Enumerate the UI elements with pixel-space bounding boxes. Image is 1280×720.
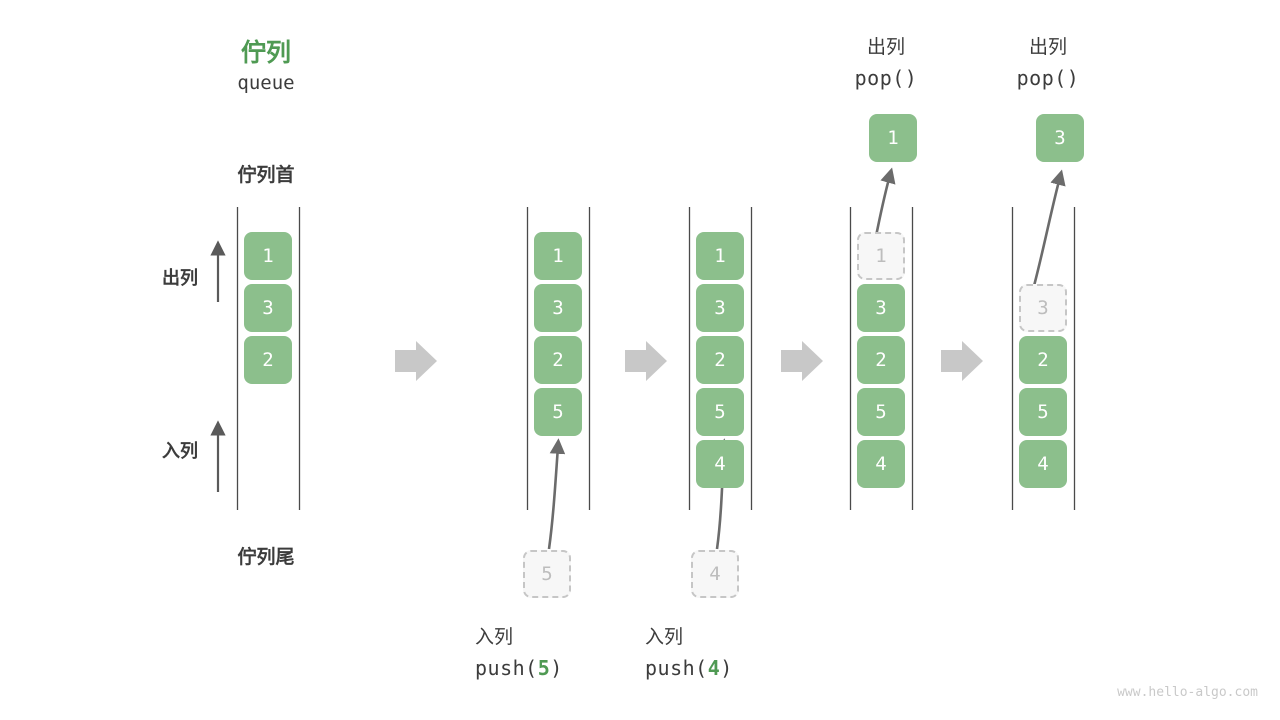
diagram-title-en: queue [237, 72, 295, 94]
caption-code-arg: 5 [537, 656, 551, 680]
queue-cell: 5 [534, 388, 582, 436]
queue-cell-ghost: 1 [857, 232, 905, 280]
queue-cell: 2 [1019, 336, 1067, 384]
caption-cn-push-4: 入列 [645, 626, 684, 648]
caption-code-arg: 4 [707, 656, 721, 680]
queue-cell: 5 [857, 388, 905, 436]
queue-cell: 1 [534, 232, 582, 280]
queue-cell: 3 [244, 284, 292, 332]
caption-code-post: ) [720, 656, 733, 680]
queue-cell: 2 [534, 336, 582, 384]
column-header-code-pop-3: pop() [1016, 66, 1080, 90]
queue-cell: 1 [244, 232, 292, 280]
caption-code-pre: push( [645, 656, 708, 680]
caption-code-pre: push( [475, 656, 538, 680]
column-rails [236, 207, 1076, 510]
queue-cell: 2 [857, 336, 905, 384]
queue-head-label: 佇列首 [237, 164, 295, 186]
caption-code-push-4: push(4) [645, 656, 825, 680]
queue-cell: 3 [696, 284, 744, 332]
caption-code-push-5: push(5) [475, 656, 655, 680]
queue-cell: 5 [1019, 388, 1067, 436]
queue-cell: 4 [696, 440, 744, 488]
incoming-ghost-cell-push-4: 4 [691, 550, 739, 598]
queue-cell: 3 [534, 284, 582, 332]
queue-cell: 2 [244, 336, 292, 384]
enqueue-direction-label: 入列 [162, 441, 198, 462]
column-header-code-pop-1: pop() [854, 66, 918, 90]
diagram-title-cn: 佇列 [240, 38, 291, 67]
queue-cell: 5 [696, 388, 744, 436]
watermark: www.hello-algo.com [1117, 685, 1258, 700]
caption-code-post: ) [550, 656, 563, 680]
column-header-cn-pop-3: 出列 [1028, 36, 1067, 58]
queue-tail-label: 佇列尾 [237, 546, 295, 568]
popped-cell-pop-3: 3 [1036, 114, 1084, 162]
queue-cell: 4 [857, 440, 905, 488]
queue-cell: 1 [696, 232, 744, 280]
caption-cn-push-5: 入列 [475, 626, 514, 648]
queue-cell-ghost: 3 [1019, 284, 1067, 332]
column-header-cn-pop-1: 出列 [866, 36, 905, 58]
popped-cell-pop-1: 1 [869, 114, 917, 162]
incoming-ghost-cell-push-5: 5 [523, 550, 571, 598]
queue-cell: 4 [1019, 440, 1067, 488]
queue-cell: 2 [696, 336, 744, 384]
queue-cell: 3 [857, 284, 905, 332]
dequeue-direction-label: 出列 [162, 268, 198, 289]
